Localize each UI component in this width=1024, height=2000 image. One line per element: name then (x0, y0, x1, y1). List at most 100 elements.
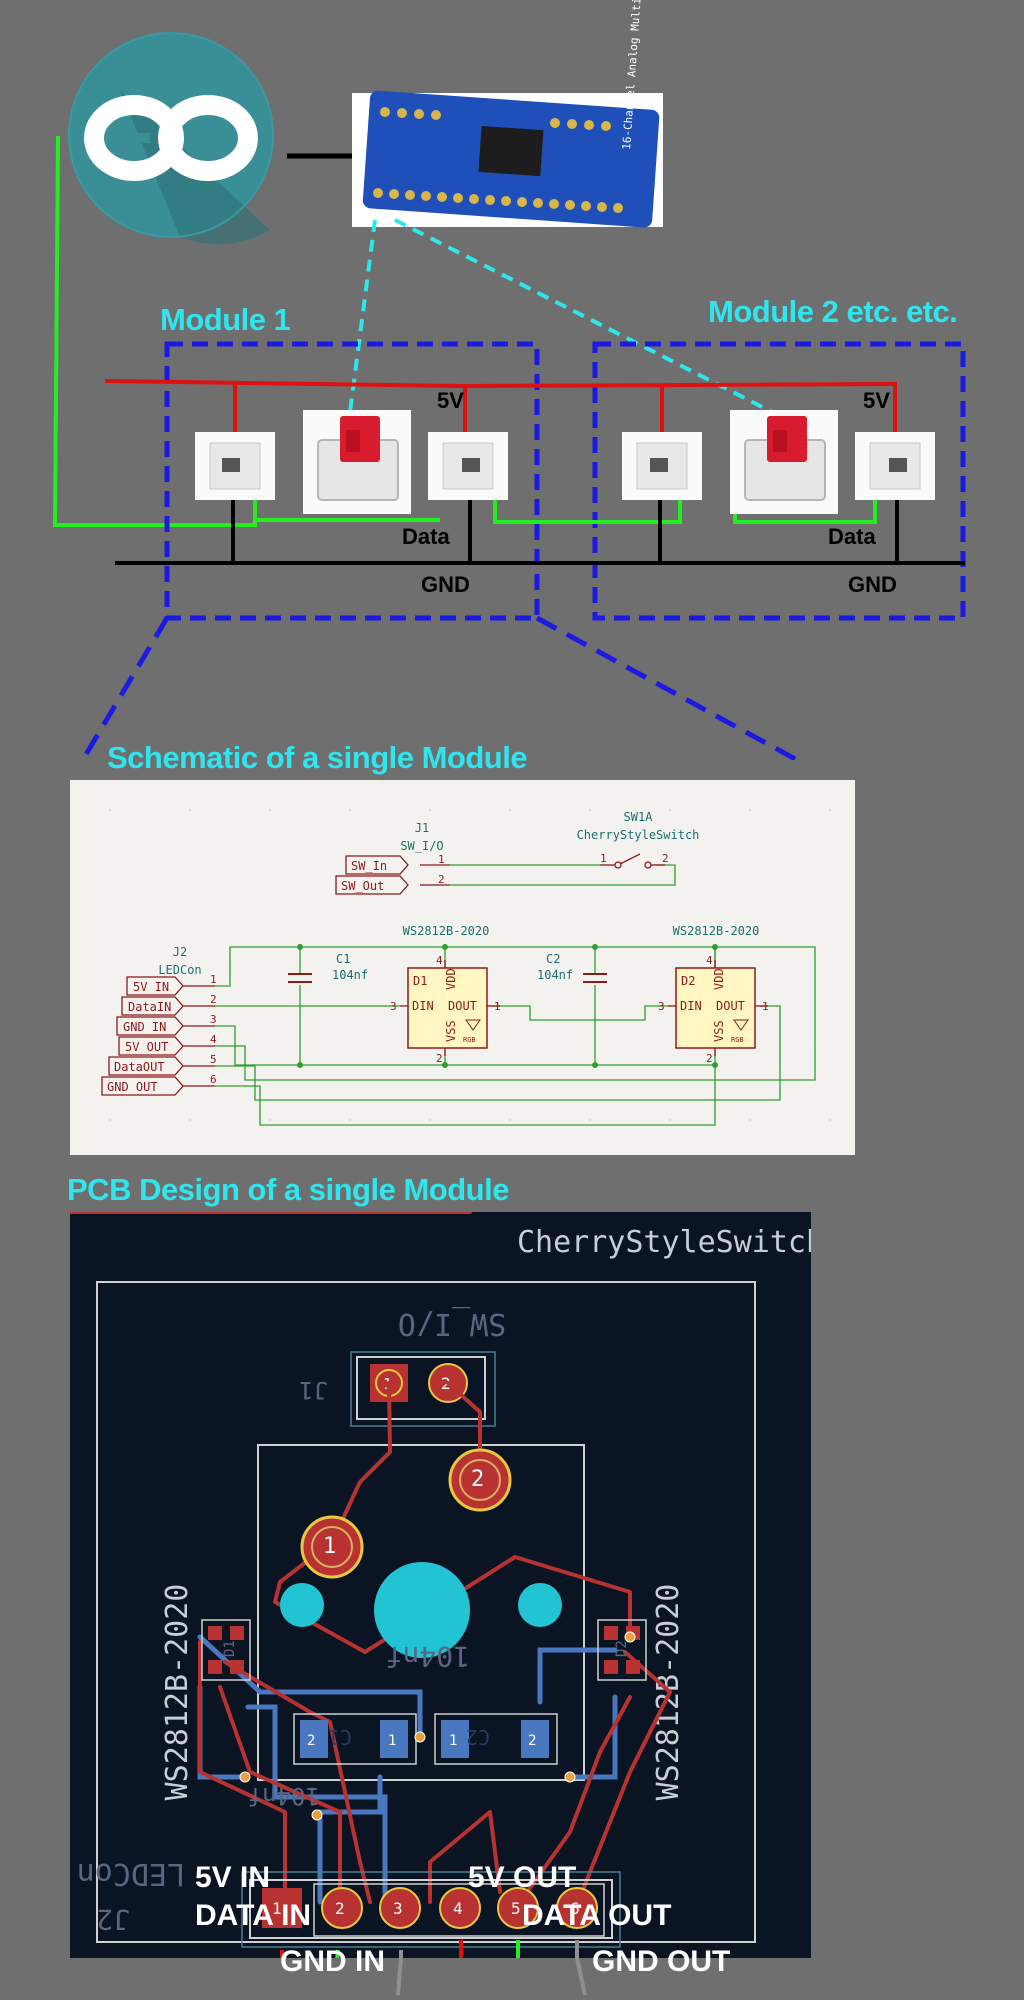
schematic-panel: J1 SW_I/O SW_In SW_Out 1 2 SW1A CherrySt… (70, 780, 855, 1155)
j2-pin-label: DataIN (128, 1000, 171, 1014)
j2-pin-label: DataOUT (114, 1060, 165, 1074)
c1-ref: C1 (336, 952, 350, 966)
schematic-title: Schematic of a single Module (107, 740, 528, 775)
module-2-title: Module 2 etc. etc. (708, 294, 958, 329)
j2-pin-label: GND IN (123, 1020, 166, 1034)
d2-pin2: 2 (706, 1052, 713, 1065)
pcb-c2-pad1: 1 (449, 1733, 457, 1749)
j2-pin-num: 4 (210, 1033, 217, 1046)
j1-pin2-label: SW_Out (341, 879, 384, 893)
pcb-c1-pad2: 2 (307, 1733, 315, 1749)
d2-vss: VSS (712, 1020, 726, 1042)
pcb-sw-pad1: 1 (323, 1534, 336, 1559)
d2-value: WS2812B-2020 (673, 924, 760, 938)
pcb-c2-pad2: 2 (528, 1733, 536, 1749)
pcb-sw-pad2: 2 (471, 1467, 484, 1492)
led-module2-b-icon (855, 432, 935, 500)
overview-wiring-diagram: 16-Channel Analog Multiplexer (52, 0, 966, 760)
d1-dout: DOUT (448, 999, 477, 1013)
j2-ref: J2 (173, 945, 187, 959)
j2-pin-label: GND OUT (107, 1080, 158, 1094)
j2-pin-num: 5 (210, 1053, 217, 1066)
sw-pin1: 1 (600, 852, 607, 865)
j1-pin1-num: 1 (438, 853, 445, 866)
pcb-d1-footprint: D1 (201, 1619, 251, 1681)
d2-vdd: VDD (712, 968, 726, 990)
pcb-led-left-label: WS2812B-2020 (160, 1584, 195, 1801)
d2-din: DIN (680, 999, 702, 1013)
d1-value: WS2812B-2020 (403, 924, 490, 938)
j1-pin1-label: SW_In (351, 859, 387, 873)
d1-ref: D1 (413, 974, 427, 988)
pcb-data-in-label: DATA IN (195, 1899, 312, 1932)
d2-dout: DOUT (716, 999, 745, 1013)
pcb-c-value-bottom: 104nf (248, 1782, 320, 1810)
module-1-title: Module 1 (160, 302, 291, 337)
d1-pin4: 4 (436, 954, 443, 967)
d1-pin2: 2 (436, 1052, 443, 1065)
led-module1-a-icon (195, 432, 275, 500)
arduino-logo-icon (68, 32, 274, 245)
module-1-gnd-label: GND (421, 572, 470, 597)
d2-ref: D2 (681, 974, 695, 988)
pcb-c-value-top: 104nf (386, 1640, 470, 1673)
c2-ref: C2 (546, 952, 560, 966)
module-1-5v-label: 5V (437, 388, 464, 413)
pcb-gnd-out-label: GND OUT (592, 1945, 731, 1978)
multiplexer-board: 16-Channel Analog Multiplexer (352, 0, 663, 228)
d2-pin4: 4 (706, 954, 713, 967)
module-2-box (592, 341, 966, 621)
pcb-pointer-lines (396, 1957, 587, 1996)
pcb-c1-ref: C1 (328, 1725, 352, 1749)
j2-pin-num: 3 (210, 1013, 217, 1026)
pcb-j1-ref: J1 (299, 1376, 328, 1404)
pcb-d2-ref: D2 (614, 1640, 630, 1657)
pcb-c1-pad1: 1 (388, 1733, 396, 1749)
d2-rgb: RGB (731, 1036, 744, 1044)
pcb-j2-pad: 3 (393, 1899, 403, 1918)
led-module1-b-icon (428, 432, 508, 500)
sw-pin2: 2 (662, 852, 669, 865)
j1-ref: J1 (415, 821, 429, 835)
j2-pin-label: 5V IN (133, 980, 169, 994)
d1-pin3: 3 (390, 1000, 397, 1013)
led-module2-a-icon (622, 432, 702, 500)
j1-value: SW_I/O (400, 839, 443, 853)
pcb-5v-in-label: 5V IN (195, 1861, 271, 1894)
pcb-j2-pad: 6 (570, 1899, 580, 1918)
pcb-j2-pad: 5 (511, 1899, 521, 1918)
pcb-j2-pad: 1 (272, 1899, 282, 1918)
pcb-ledcon-label: LEDCon (77, 1856, 185, 1891)
d1-vdd: VDD (444, 968, 458, 990)
switch-module2-icon (730, 410, 838, 514)
c2-value: 104nf (537, 968, 573, 982)
pcb-5v-out-label: 5V OUT (468, 1861, 577, 1894)
module-2-gnd-label: GND (848, 572, 897, 597)
j2-pin-label: 5V OUT (125, 1040, 168, 1054)
module-1-box (164, 341, 540, 621)
pcb-j2-pad: 4 (453, 1899, 463, 1918)
pcb-d1-ref: D1 (222, 1640, 238, 1657)
pcb-j2-ref: J2 (96, 1903, 130, 1936)
pcb-j2-pad: 2 (335, 1899, 345, 1918)
switch-module1-icon (303, 410, 411, 514)
j2-value: LEDCon (158, 963, 201, 977)
d1-din: DIN (412, 999, 434, 1013)
pcb-j1-value: SW_I/O (398, 1306, 506, 1341)
pcb-switch-label: CherryStyleSwitch (517, 1225, 811, 1260)
j2-pin-num: 6 (210, 1073, 217, 1086)
sw-ref: SW1A (624, 810, 654, 824)
pcb-panel: CherryStyleSwitch SW_I/O J1 1 2 WS2812B-… (70, 1212, 811, 1958)
pcb-title: PCB Design of a single Module (67, 1172, 509, 1207)
d1-rgb: RGB (463, 1036, 476, 1044)
module-1-data-label: Data (402, 524, 450, 549)
sw-value: CherryStyleSwitch (577, 828, 700, 842)
pcb-data-out-label: DATA OUT (522, 1899, 672, 1932)
pcb-c2-ref: C2 (466, 1725, 490, 1749)
pcb-gnd-in-label: GND IN (280, 1945, 385, 1978)
pcb-j1-pad2: 2 (441, 1374, 451, 1393)
c1-value: 104nf (332, 968, 368, 982)
j1-pin2-num: 2 (438, 873, 445, 886)
module-2-5v-label: 5V (863, 388, 890, 413)
d2-pin3: 3 (658, 1000, 665, 1013)
